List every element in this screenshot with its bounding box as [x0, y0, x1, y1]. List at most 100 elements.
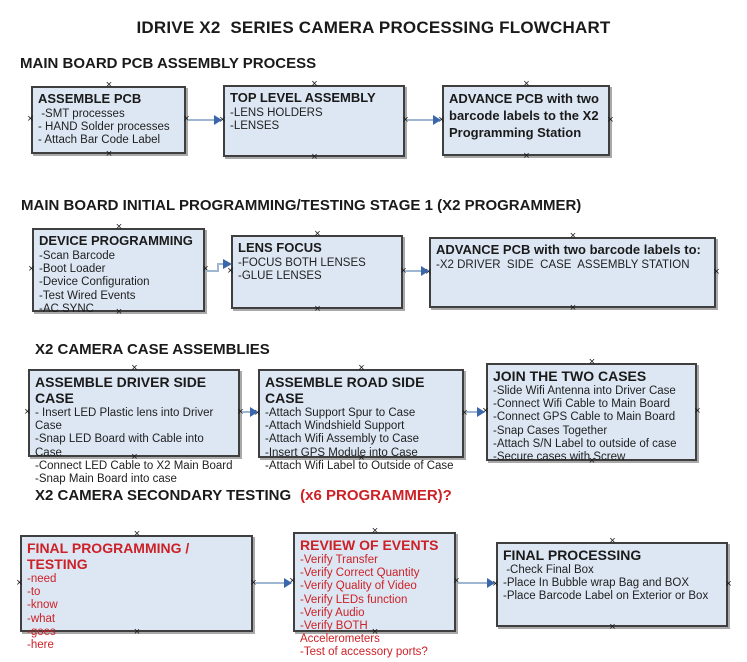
connection-point-icon: × [588, 356, 596, 368]
connection-point-icon: × [115, 221, 123, 233]
page-title: IDRIVE X2 SERIES CAMERA PROCESSING FLOWC… [136, 18, 611, 37]
box-item: -Scan Barcode [39, 250, 116, 262]
box-item: -know [27, 599, 58, 612]
section-heading-text: X2 CAMERA SECONDARY TESTING [35, 487, 292, 504]
flow-box-assemble-pcb: ASSEMBLE PCB -SMT processes - HAND Solde… [27, 80, 189, 160]
box-item: -goes [27, 625, 56, 638]
flow-arrow [188, 115, 222, 125]
box-item: -Connect Wifi Cable to Main Board [493, 398, 671, 411]
box-item: -Snap Main Board into case [35, 473, 177, 486]
box-item: -SMT processes [38, 108, 125, 120]
box-item: -Verify Quality of Video [300, 580, 417, 593]
box-item: -Place In Bubble wrap Bag and BOX [503, 577, 690, 590]
connection-point-icon: × [609, 621, 616, 633]
box-item: -Verify Audio [300, 606, 365, 619]
box-item: -Test Wired Events [39, 289, 136, 302]
connection-point-icon: × [694, 405, 701, 417]
box-item: -Snap Cases Together [493, 424, 608, 437]
connection-point-icon: × [609, 535, 616, 547]
box-item: -Verify BOTH Accelerometers [300, 620, 380, 646]
box-item: - Attach Bar Code Label [38, 134, 161, 147]
box-item: -AC SYNC [39, 302, 94, 315]
box-item: -Verify Transfer [300, 554, 378, 566]
connection-point-icon: × [16, 576, 23, 589]
box-title: ASSEMBLE DRIVER SIDE CASE [35, 374, 207, 406]
connection-point-icon: × [358, 362, 365, 374]
box-item: -X2 DRIVER SIDE CASE ASSEMBLY STATION [436, 259, 690, 271]
flow-arrow [407, 115, 441, 125]
box-item: -Insert GPS Module into Case [265, 446, 418, 459]
box-title: JOIN THE TWO CASES [493, 368, 647, 384]
connection-point-icon: × [314, 303, 321, 315]
connection-point-icon: × [713, 265, 720, 278]
connection-point-icon: × [523, 78, 530, 90]
flow-box-top-level-assembly: TOP LEVEL ASSEMBLY -LENS HOLDERS -LENSES… [219, 79, 408, 163]
flow-arrow [458, 578, 495, 588]
section-heading-pcb-assembly: MAIN BOARD PCB ASSEMBLY PROCESS [20, 55, 316, 72]
box-item: -GLUE LENSES [238, 270, 322, 283]
connection-point-icon: × [131, 362, 138, 374]
box-title: ASSEMBLE ROAD SIDE CASE [265, 374, 425, 406]
flow-arrow [242, 407, 258, 417]
box-item: -Check Final Box [503, 564, 594, 576]
box-title: ASSEMBLE PCB [38, 91, 142, 106]
connection-point-icon: × [105, 79, 113, 91]
box-item: -to [27, 586, 41, 599]
box-item: -Slide Wifi Antenna into Driver Case [493, 385, 676, 397]
box-item: -Secure cases with Screw [493, 451, 626, 464]
section-heading-text: X2 CAMERA CASE ASSEMBLIES [35, 341, 270, 358]
box-item: -Verify Correct Quantity [300, 567, 420, 580]
flow-arrow [466, 407, 485, 417]
connection-point-icon: × [569, 230, 577, 242]
section-heading-secondary-testing: X2 CAMERA SECONDARY TESTING(x6 PROGRAMME… [35, 487, 452, 504]
connection-point-icon: × [523, 150, 530, 162]
connection-point-icon: × [371, 525, 379, 537]
box-title: TOP LEVEL ASSEMBLY [230, 90, 376, 105]
flow-box-review-of-events: REVIEW OF EVENTS -Verify Transfer -Verif… [289, 526, 459, 659]
connection-point-icon: × [133, 528, 141, 540]
section-heading-text: MAIN BOARD INITIAL PROGRAMMING/TESTING S… [21, 197, 582, 214]
connection-point-icon: × [105, 148, 113, 160]
section-heading-case-assemblies: X2 CAMERA CASE ASSEMBLIES [35, 341, 270, 358]
box-title: ADVANCE PCB with two barcode labels to: [436, 242, 701, 257]
connection-point-icon: × [314, 228, 321, 240]
box-item: -Boot Loader [39, 263, 106, 276]
flow-box-join-the-two-cases: JOIN THE TWO CASES -Slide Wifi Antenna i… [482, 357, 700, 467]
flow-box-assemble-road-side-case: ASSEMBLE ROAD SIDE CASE -Attach Support … [254, 363, 467, 472]
box-item: -here [27, 639, 54, 652]
flow-box-final-processing: FINAL PROCESSING -Check Final Box -Place… [492, 536, 731, 633]
box-item: -Test of accessory ports? [300, 646, 428, 659]
box-item: -Attach Windshield Support [265, 420, 405, 433]
connection-point-icon: × [27, 113, 34, 125]
connection-point-icon: × [311, 151, 318, 163]
flow-box-final-programming-testing: FINAL PROGRAMMING / TESTING -need -to -k… [16, 529, 256, 652]
box-item: -Place Barcode Label on Exterior or Box [503, 590, 709, 603]
flow-arrow [255, 578, 292, 588]
box-item: -Attach Support Spur to Case [265, 407, 416, 419]
connection-point-icon: × [725, 577, 732, 590]
flow-box-advance-pcb-programming-station: ADVANCE PCB with two barcode labels to t… [438, 79, 613, 162]
box-title: FINAL PROGRAMMING / TESTING [27, 540, 190, 572]
box-item: -Attach Wifi Assembly to Case [265, 433, 420, 446]
connection-point-icon: × [569, 302, 577, 314]
flow-elbow-arrow [206, 259, 232, 272]
box-item: -Device Configuration [39, 276, 150, 289]
flow-arrow [405, 266, 429, 276]
box-item: -Verify LEDs function [300, 593, 408, 606]
box-title: LENS FOCUS [238, 240, 322, 255]
box-item: -LENS HOLDERS [230, 107, 323, 119]
box-item: -need [27, 573, 57, 585]
connection-point-icon: × [607, 113, 614, 126]
section-heading-text: MAIN BOARD PCB ASSEMBLY PROCESS [20, 55, 317, 72]
flow-box-advance-pcb-driver-side-station: ADVANCE PCB with two barcode labels to: … [425, 231, 719, 314]
box-item: -LENSES [230, 120, 280, 133]
box-item: - HAND Solder processes [38, 121, 170, 134]
section-heading-initial-programming: MAIN BOARD INITIAL PROGRAMMING/TESTING S… [21, 197, 581, 214]
box-title: ADVANCE PCB with two barcode labels to t… [449, 91, 599, 140]
connection-point-icon: × [311, 78, 318, 90]
box-item: - Insert LED Plastic lens into Driver Ca… [35, 407, 217, 433]
box-item: -what [27, 612, 56, 625]
box-title: FINAL PROCESSING [503, 547, 642, 563]
box-title: REVIEW OF EVENTS [300, 537, 439, 553]
